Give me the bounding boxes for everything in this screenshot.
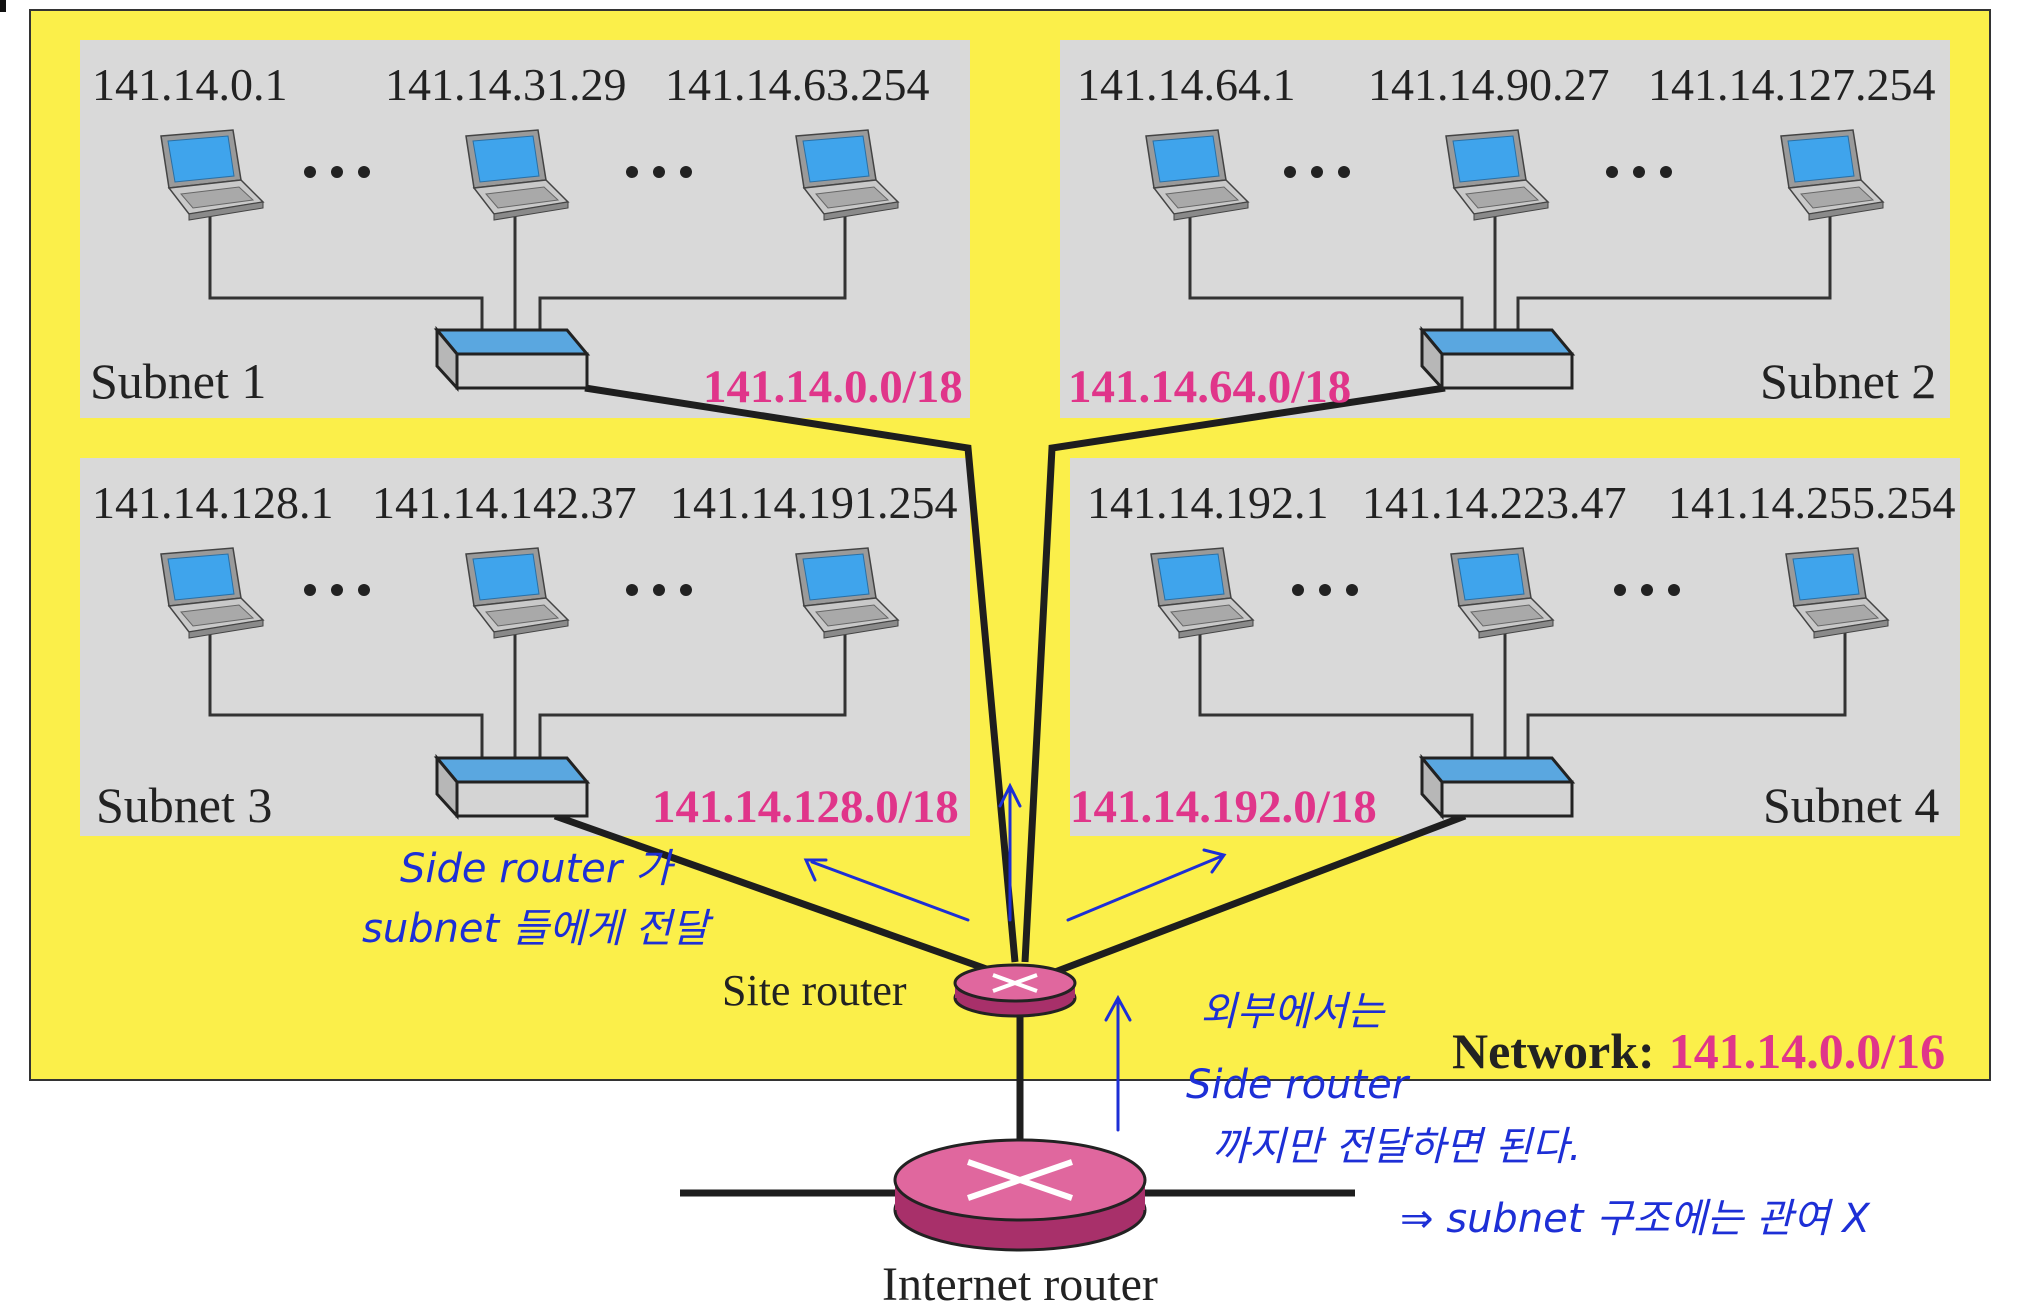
annotation-left-line2: subnet 들에게 전달 xyxy=(362,906,714,952)
internet-router-icon xyxy=(893,1138,1147,1252)
subnet-3-name: Subnet 3 xyxy=(96,777,272,833)
network-label: Network:141.14.0.0/16 xyxy=(1452,1023,1945,1079)
subnet-2-wiring xyxy=(1188,215,1832,330)
subnet-2-switch-icon xyxy=(1420,328,1574,390)
site-router-label: Site router xyxy=(722,966,907,1015)
annotation-right-line1: 외부에서는 xyxy=(1200,989,1386,1035)
subnet-4-name: Subnet 4 xyxy=(1763,777,1939,833)
subnet-4-switch-icon xyxy=(1420,756,1574,818)
subnet-1-wiring xyxy=(208,215,847,330)
subnet-1-host-2-ip: 141.14.31.29 xyxy=(385,59,627,110)
subnet-1-host-1-ip: 141.14.0.1 xyxy=(92,59,288,110)
subnet-3-wiring xyxy=(208,632,847,758)
annotation-left-line1: Side router 가 xyxy=(400,846,676,892)
ellipsis-dots xyxy=(304,166,1680,596)
annotation-right-line2: Side router xyxy=(1186,1062,1411,1108)
subnet-3-host-1-ip: 141.14.128.1 xyxy=(92,477,334,528)
subnet-3-host-3-ip: 141.14.191.254 xyxy=(670,477,958,528)
subnet-2-host-2-ip: 141.14.90.27 xyxy=(1368,59,1610,110)
subnet-4-host-2-ip: 141.14.223.47 xyxy=(1362,477,1627,528)
subnet-1-prefix: 141.14.0.0/18 xyxy=(703,361,963,413)
subnet-4-host-3-ip: 141.14.255.254 xyxy=(1668,477,1956,528)
subnet-4-host-1-ip: 141.14.192.1 xyxy=(1087,477,1329,528)
subnet-4-prefix: 141.14.192.0/18 xyxy=(1070,781,1377,833)
subnet-3-switch-icon xyxy=(435,756,589,818)
annotation-right-line3: 까지만 전달하면 된다. xyxy=(1212,1124,1581,1170)
subnet-4-wiring xyxy=(1198,632,1847,758)
subnet-1-host-3-ip: 141.14.63.254 xyxy=(665,59,930,110)
subnet-3-prefix: 141.14.128.0/18 xyxy=(652,781,959,833)
subnet-1-switch-icon xyxy=(435,328,589,390)
subnet-1-name: Subnet 1 xyxy=(90,353,266,409)
subnet-2-host-3-ip: 141.14.127.254 xyxy=(1648,59,1936,110)
internet-router-label: Internet router xyxy=(882,1258,1158,1311)
subnet-2-name: Subnet 2 xyxy=(1760,353,1936,409)
subnet-2-host-1-ip: 141.14.64.1 xyxy=(1077,59,1296,110)
site-router-icon xyxy=(953,963,1077,1018)
annotation-arrows xyxy=(803,782,1227,1132)
subnet-2-prefix: 141.14.64.0/18 xyxy=(1068,361,1351,413)
uplinks xyxy=(553,384,1467,1197)
subnet-3-host-2-ip: 141.14.142.37 xyxy=(372,477,637,528)
annotation-right-line4: ⇒ subnet 구조에는 관여 X xyxy=(1400,1196,1871,1242)
